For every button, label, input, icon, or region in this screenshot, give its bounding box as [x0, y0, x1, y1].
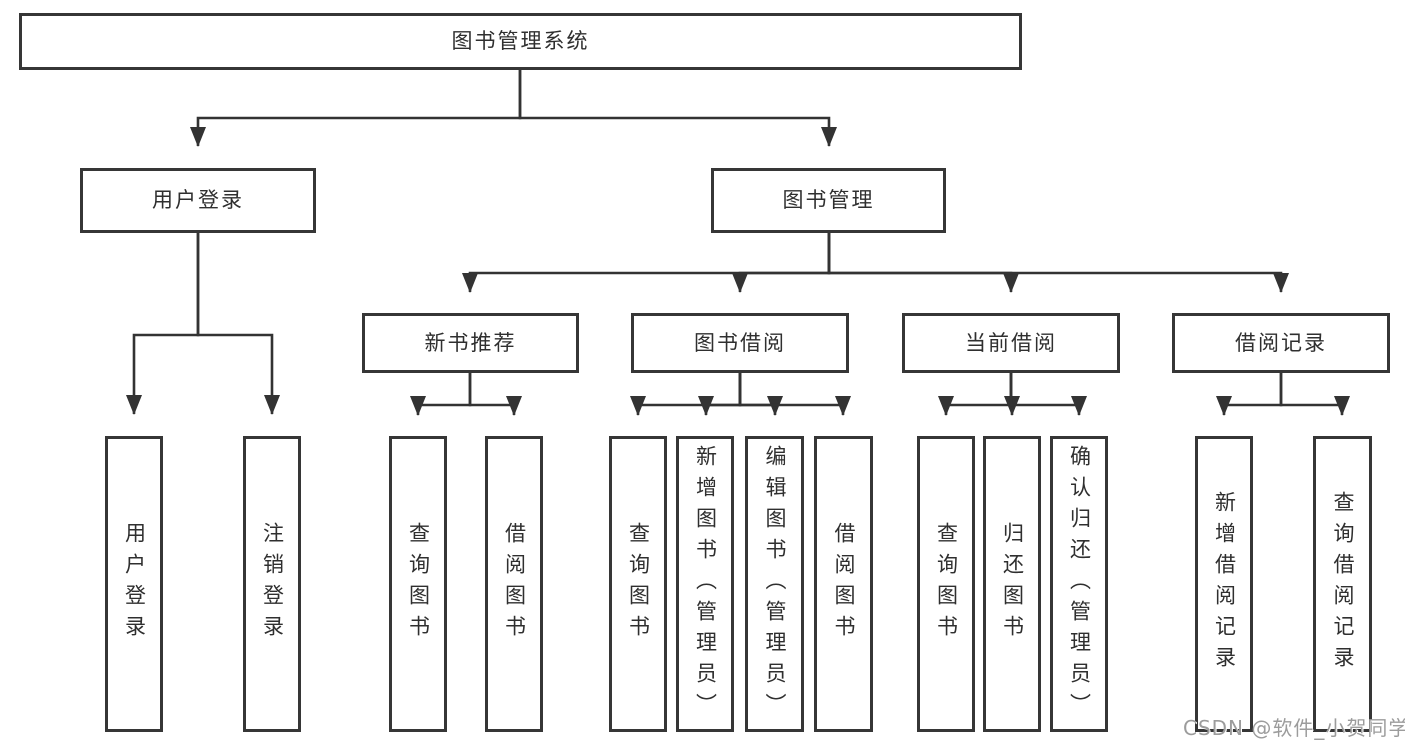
leaf-logout: 注销登录: [243, 436, 301, 732]
connector-book-management-to-borrow-records: [827, 233, 1289, 293]
leaf-user-login: 用户登录: [105, 436, 163, 732]
node-user-login: 用户登录: [80, 168, 316, 233]
leaf-add-books-admin: 新增图书（管理员）: [676, 436, 734, 732]
connector-book-borrow-child-2: [698, 373, 742, 416]
node-current-borrowing: 当前借阅: [902, 313, 1120, 373]
connector-current-borrow-child-2: [1004, 373, 1020, 416]
connector-new-books-child-2: [468, 373, 522, 416]
leaf-query-books-3: 查询图书: [917, 436, 975, 732]
connector-user-login-to-logout: [196, 233, 280, 415]
csdn-watermark: CSDN @软件_小贺同学: [1183, 716, 1405, 740]
node-book-borrowing: 图书借阅: [631, 313, 849, 373]
leaf-add-borrow-record: 新增借阅记录: [1195, 436, 1253, 732]
connector-borrow-records-child-2: [1279, 373, 1350, 416]
connector-root-to-user-login: [190, 70, 522, 147]
connector-book-management-to-book-borrow: [732, 233, 831, 293]
connector-book-borrow-child-4: [738, 373, 851, 416]
node-book-management: 图书管理: [711, 168, 946, 233]
leaf-query-books-2: 查询图书: [609, 436, 667, 732]
leaf-query-books-1: 查询图书: [389, 436, 447, 732]
connector-book-borrow-child-3: [738, 373, 783, 416]
connector-current-borrow-child-3: [1009, 373, 1087, 416]
connector-borrow-records-child-1: [1216, 373, 1283, 416]
leaf-borrow-books-2: 借阅图书: [814, 436, 873, 732]
leaf-query-borrow-record: 查询借阅记录: [1313, 436, 1372, 732]
leaf-confirm-return-admin: 确认归还（管理员）: [1050, 436, 1108, 732]
connector-new-books-child-1: [410, 373, 472, 416]
connector-user-login-to-login: [126, 233, 200, 415]
node-borrowing-records: 借阅记录: [1172, 313, 1390, 373]
leaf-return-books: 归还图书: [983, 436, 1041, 732]
node-root-library-system: 图书管理系统: [19, 13, 1022, 70]
leaf-borrow-books-1: 借阅图书: [485, 436, 543, 732]
connector-current-borrow-child-1: [938, 373, 1013, 416]
connector-book-management-to-new-books: [462, 233, 831, 293]
connector-root-to-book-management: [518, 70, 837, 147]
node-new-book-recommend: 新书推荐: [362, 313, 579, 373]
connector-book-borrow-child-1: [630, 373, 742, 416]
connector-book-management-to-current-borrow: [827, 233, 1019, 293]
leaf-edit-books-admin: 编辑图书（管理员）: [745, 436, 804, 732]
